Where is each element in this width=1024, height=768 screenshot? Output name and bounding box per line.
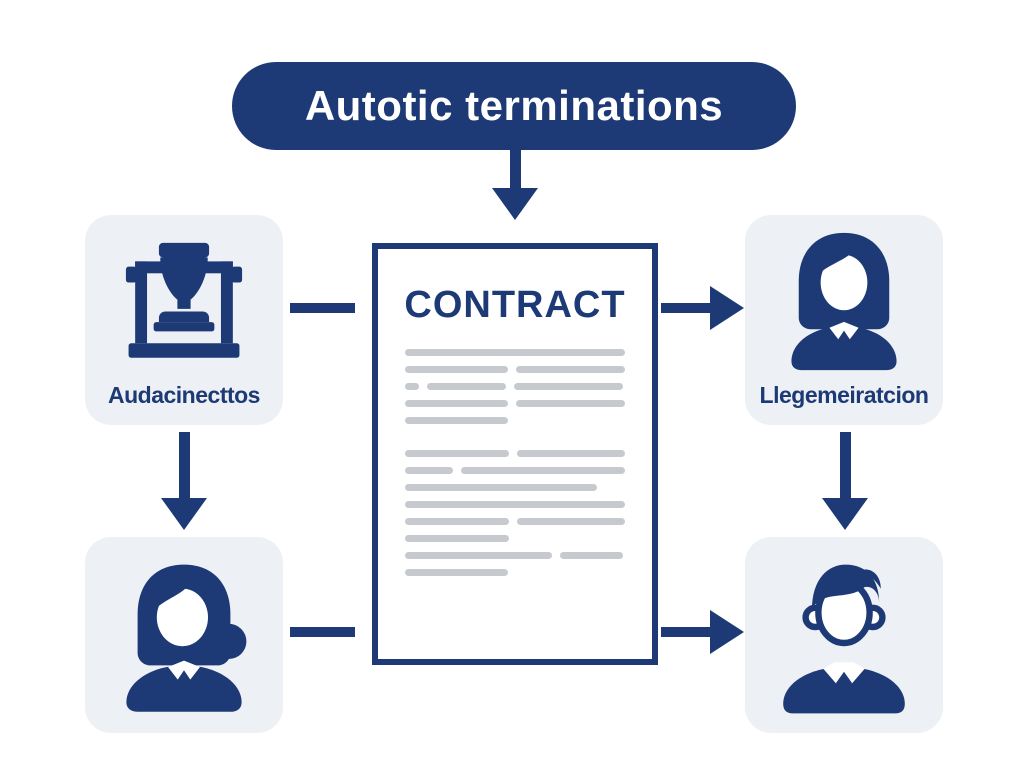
document-text-lines — [378, 349, 652, 576]
businesswoman-icon — [791, 232, 897, 371]
node-top-left: Audacinecttos — [85, 215, 283, 425]
arrow-topleft-to-bottomleft-stem — [179, 432, 190, 498]
arrow-contract-to-topright-stem — [661, 303, 711, 313]
node-top-right: Llegemeiratcion — [745, 215, 943, 425]
contract-document: CONTRACT — [372, 243, 658, 665]
node-bottom-right — [745, 537, 943, 733]
node-bottom-left — [85, 537, 283, 733]
businesswoman-bun-icon — [126, 564, 247, 712]
arrow-contract-to-bottomright-stem — [661, 627, 711, 637]
arrow-title-to-contract-stem — [510, 150, 521, 190]
trophy-stand-icon — [125, 242, 243, 358]
title-text: Autotic terminations — [304, 82, 724, 129]
arrow-down-icon — [822, 498, 868, 530]
arrow-down-icon — [492, 188, 538, 220]
connector-bottomleft-to-contract — [290, 627, 355, 637]
arrow-topright-to-bottomright-stem — [840, 432, 851, 498]
arrow-down-icon — [161, 498, 207, 530]
node-top-right-label: Llegemeiratcion — [759, 382, 929, 408]
title-banner: Autotic terminations — [232, 62, 796, 150]
arrow-right-icon — [710, 610, 744, 654]
node-top-left-label: Audacinecttos — [108, 382, 260, 408]
contract-title: CONTRACT — [404, 284, 626, 326]
connector-topleft-to-contract — [290, 303, 355, 313]
businessman-icon — [783, 564, 905, 714]
arrow-right-icon — [710, 286, 744, 330]
